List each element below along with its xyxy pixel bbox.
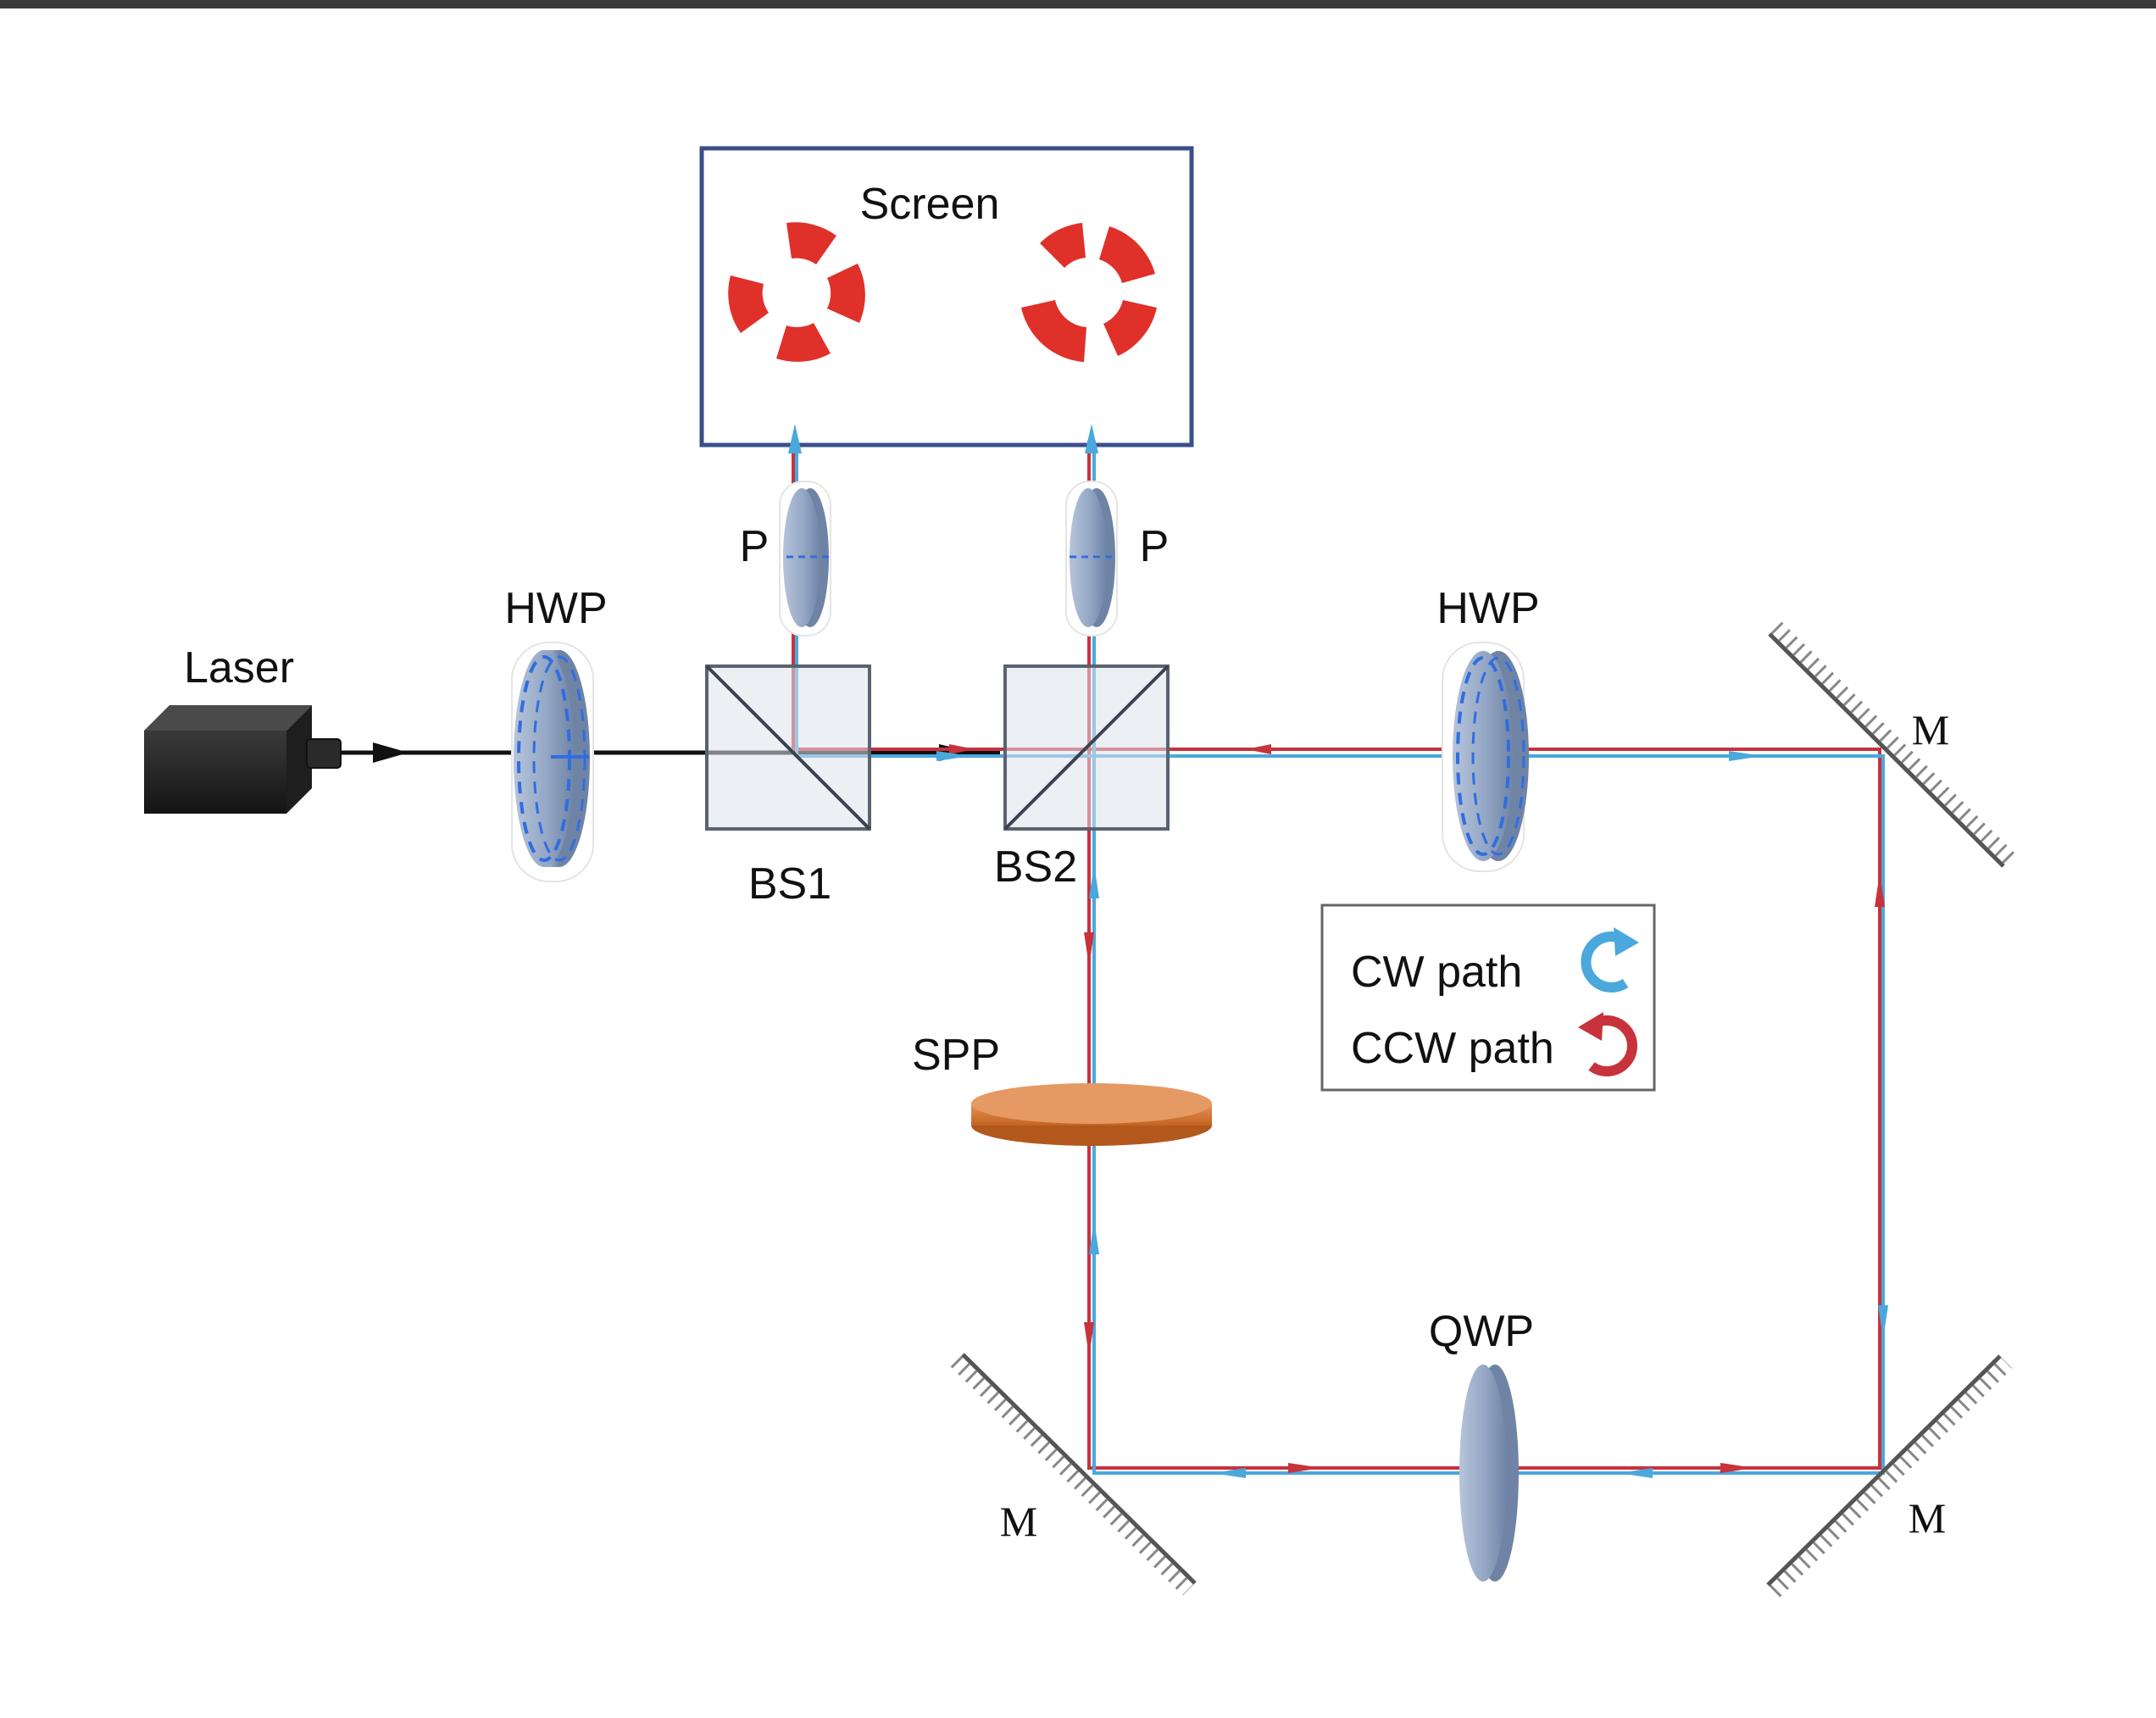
hwp-left-label: HWP [504, 584, 607, 633]
qwp-label: QWP [1429, 1307, 1534, 1356]
screen-box [699, 146, 1194, 448]
bs2-label: BS2 [994, 842, 1077, 892]
donut-pattern-left [728, 222, 865, 362]
mirror-top-right [1768, 621, 2016, 868]
bs1-cube [705, 664, 871, 831]
polarizer-left [779, 481, 831, 637]
p-right-label: P [1140, 522, 1170, 571]
ccw-arrow-icon [1578, 1012, 1637, 1076]
mirror-bottom-right-label: M [1909, 1494, 1946, 1542]
ccw-direction-arrows [949, 744, 1885, 1473]
donut-pattern-right [1021, 223, 1157, 362]
hwp-left [511, 642, 594, 882]
screen-label: Screen [860, 180, 1000, 229]
laser-label: Laser [184, 643, 294, 692]
p-left-label: P [740, 522, 770, 571]
legend-cw-label: CW path [1351, 948, 1522, 997]
spp-label: SPP [912, 1031, 1000, 1080]
mirror-bottom-left-label: M [1000, 1498, 1037, 1545]
hwp-right-label: HWP [1436, 584, 1539, 633]
legend-ccw-label: CCW path [1351, 1024, 1554, 1073]
laser-source [144, 705, 342, 814]
cw-direction-arrows [788, 424, 1888, 1478]
mirror-bottom-right [1766, 1354, 2013, 1598]
top-bar [0, 0, 2156, 8]
cw-arrow-icon [1581, 927, 1639, 992]
bs1-label: BS1 [748, 859, 831, 909]
mirror-bottom-left [950, 1353, 1197, 1596]
bs2-cube [1003, 664, 1170, 831]
hwp-right [1442, 642, 1529, 872]
input-beam-arrow [373, 742, 408, 763]
polarizer-right [1065, 481, 1118, 637]
mirror-top-right-label: M [1912, 706, 1949, 753]
spiral-phase-plate [971, 1083, 1212, 1146]
qwp [1459, 1365, 1519, 1582]
